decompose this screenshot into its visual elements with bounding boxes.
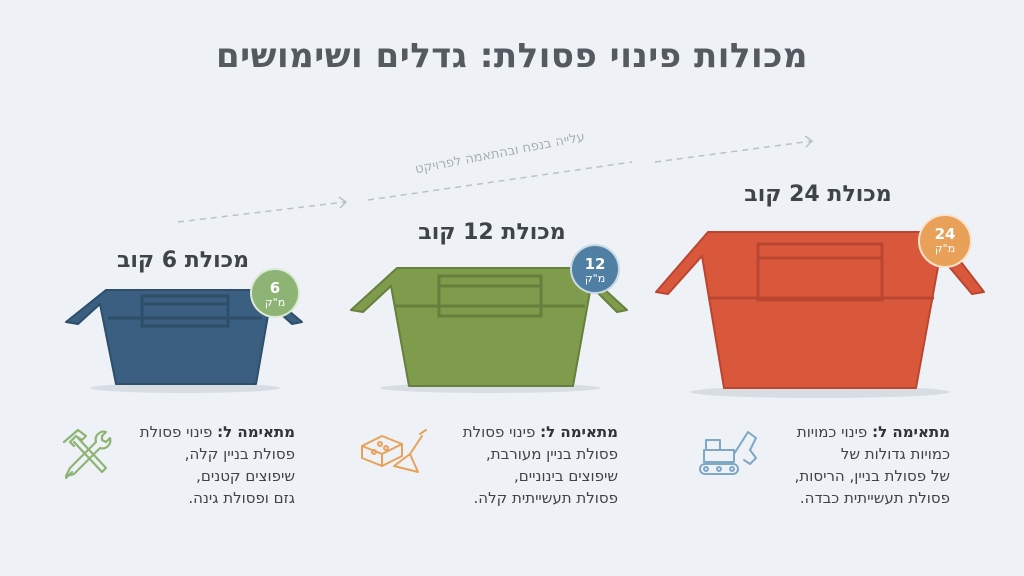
page-title: מכולות פינוי פסולת: גדלים ושימושים — [216, 36, 808, 76]
skip-12-title: מכולת 12 קוב — [418, 220, 566, 245]
skip-24-title: מכולת 24 קוב — [744, 182, 892, 207]
growth-arrow-middle — [367, 161, 633, 201]
skip-6-description: מתאימה ל: פינוי פסולת פסולת בניין קלה, ש… — [110, 421, 295, 509]
skip-6-desc-line: גזם ופסולת גינה. — [188, 489, 295, 507]
skip-6-desc-lead: מתאימה ל: — [217, 423, 295, 441]
arrowhead-right — [804, 135, 814, 148]
arrowhead-left — [338, 196, 348, 209]
skip-6-desc-line: פסולת בניין קלה, — [184, 445, 295, 463]
skip-24-volume-badge: 24 מ"ק — [918, 214, 972, 268]
skip-6-volume-badge: 6 מ"ק — [250, 268, 300, 318]
skip-24-desc-line: פינוי כמויות — [796, 423, 868, 441]
excavator-icon — [699, 431, 757, 475]
skip-6-container — [65, 289, 303, 393]
skip-6-desc-line: שיפוצים קטנים, — [196, 467, 295, 485]
skip-12-description: מתאימה ל: פינוי פסולת פסולת בניין מעורבת… — [433, 421, 618, 509]
skip-24-desc-line: כמויות גדולות של — [840, 445, 950, 463]
skip-24-container — [655, 231, 985, 398]
growth-arrow-right — [654, 140, 813, 163]
skip-6-desc-line: פינוי פסולת — [139, 423, 213, 441]
skip-6-title: מכולת 6 קוב — [116, 248, 250, 273]
skip-12-desc-line: פסולת תעשייתית קלה. — [473, 489, 619, 507]
skip-12-desc-line: שיפוצים בינוניים, — [514, 467, 618, 485]
skip-12-desc-line: פינוי פסולת — [462, 423, 536, 441]
skip-24-desc-line: של פסולת בניין, הריסות, — [794, 467, 950, 485]
tools-icon — [62, 428, 112, 480]
growth-arrow-left — [177, 201, 346, 223]
skip-12-desc-lead: מתאימה ל: — [540, 423, 618, 441]
skip-24-description: מתאימה ל: פינוי כמויות כמויות גדולות של … — [750, 421, 950, 509]
bricks-trowel-icon — [361, 429, 427, 473]
skip-12-volume-badge: 12 מ"ק — [570, 244, 620, 294]
skip-12-desc-line: פסולת בניין מעורבת, — [485, 445, 618, 463]
skip-24-desc-lead: מתאימה ל: — [872, 423, 950, 441]
skip-24-desc-line: פסולת תעשייתית כבדה. — [799, 489, 950, 507]
